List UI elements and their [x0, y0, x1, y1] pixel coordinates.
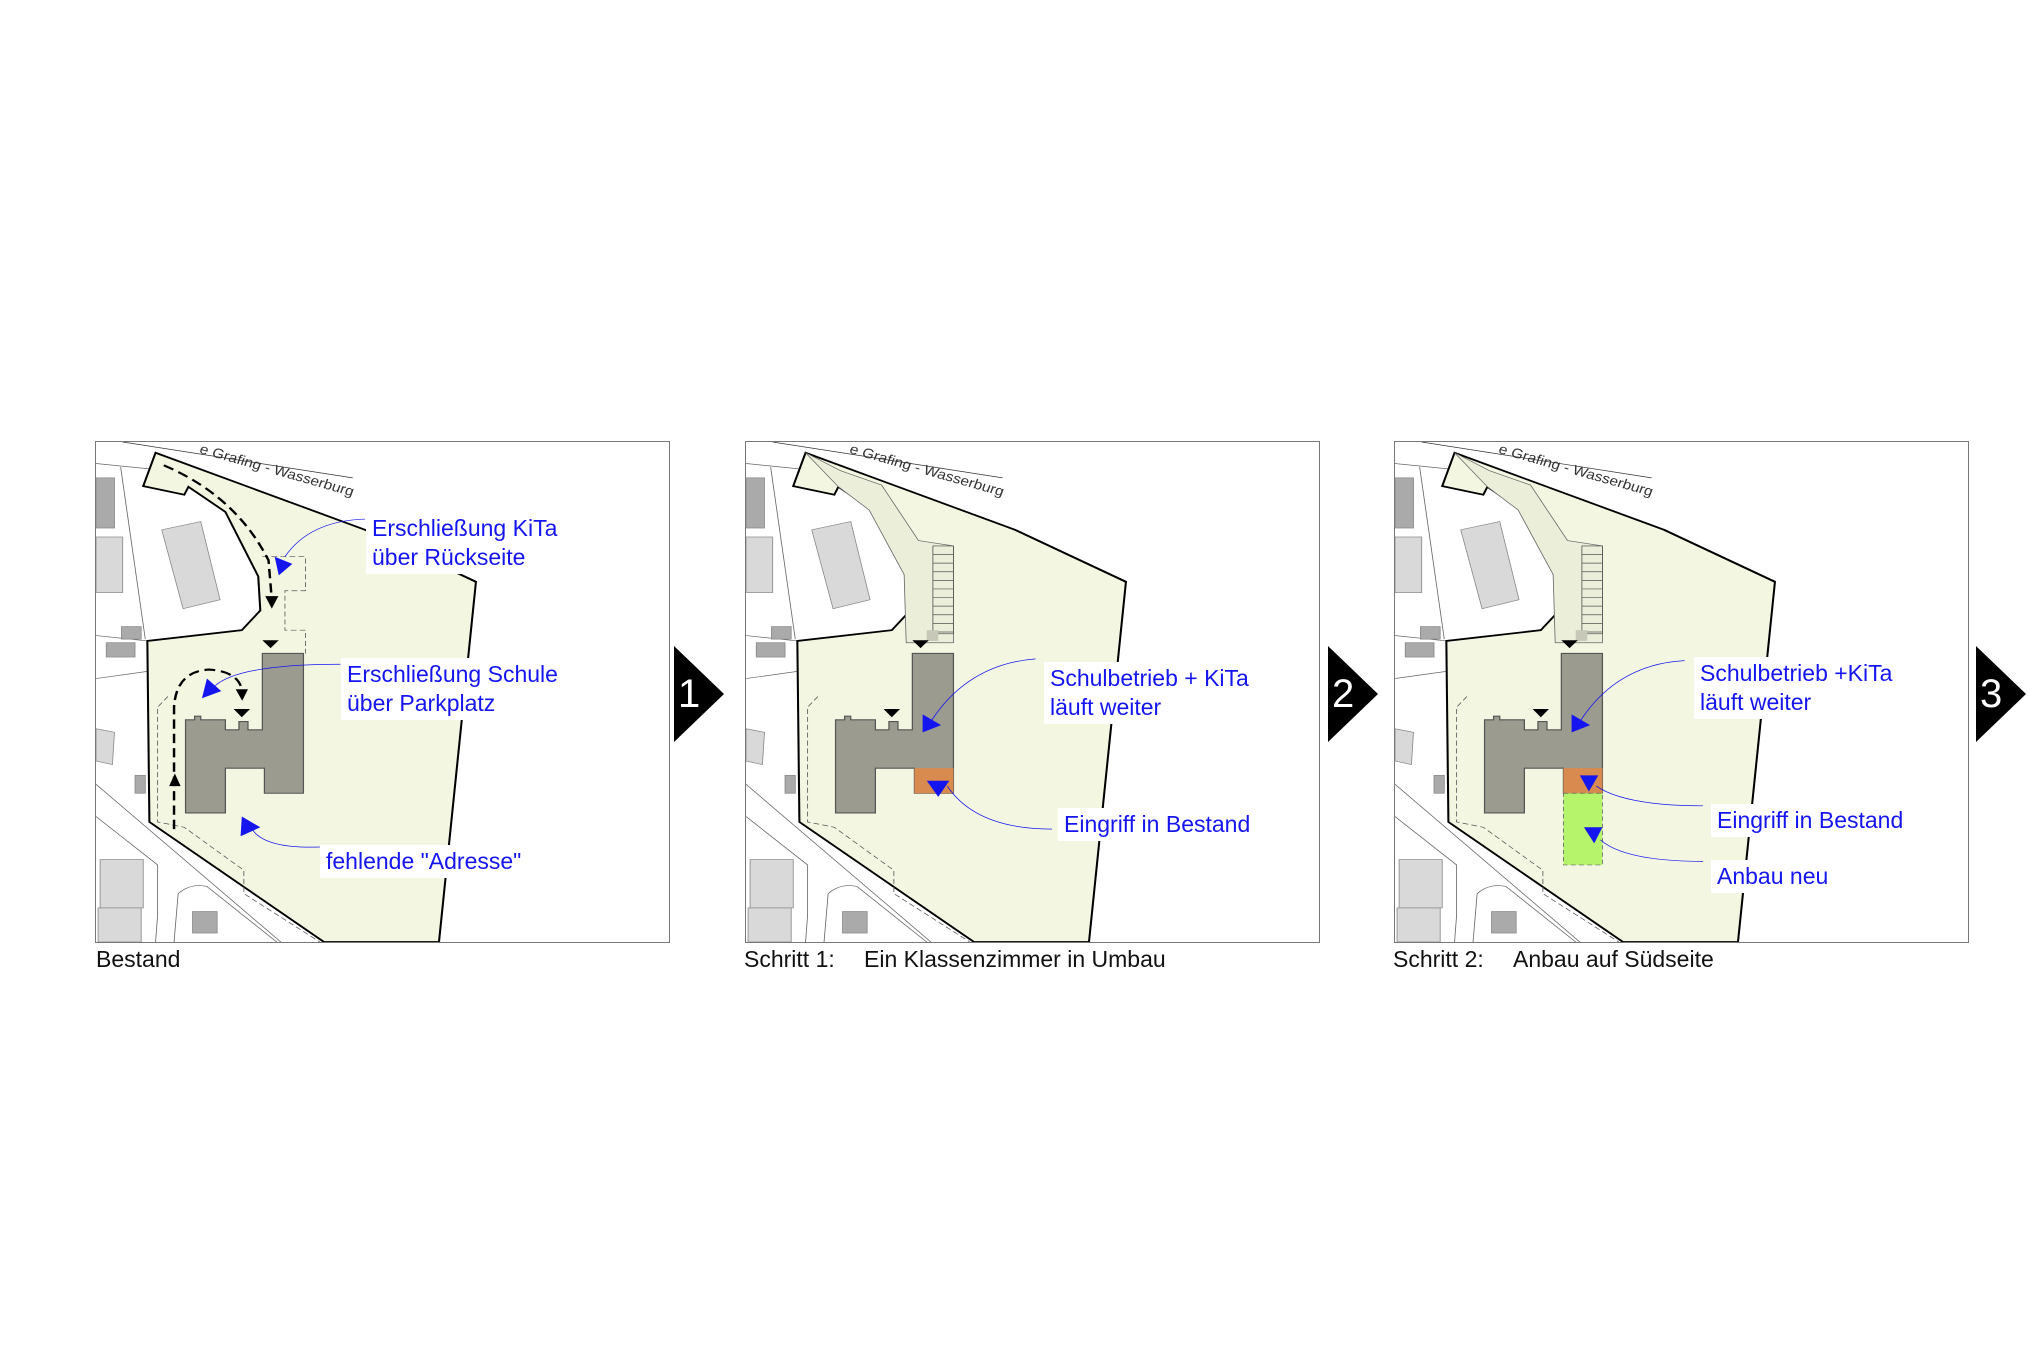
neighbour-buildings: [96, 477, 221, 942]
neighbour-parcels: [746, 442, 1003, 942]
label-line: Erschließung KiTa: [372, 515, 558, 541]
arrow-down-icon: [265, 596, 279, 609]
label-schulbetrieb: Schulbetrieb +KiTa läuft weiter: [1694, 657, 1899, 719]
step-marker-3: 3: [1976, 646, 2026, 742]
annotation-pointer-icon: [922, 714, 942, 733]
annotation-pointer-icon: [1579, 775, 1599, 792]
school-access-route: [172, 668, 244, 830]
chevron-arrow-icon: [674, 646, 724, 742]
annotation-leader-line: [251, 828, 320, 848]
annotation-pointer-icon: [1583, 827, 1603, 844]
step-number: 2: [1332, 672, 1355, 716]
annotation-pointer-icon: [274, 556, 293, 576]
caption-step-2-number: Schritt 2:: [1393, 946, 1484, 972]
chevron-arrow-icon: [1328, 646, 1378, 742]
neighbour-buildings: [746, 477, 871, 942]
access-path: [1454, 452, 1603, 644]
label-schulbetrieb: Schulbetrieb + KiTa läuft weiter: [1044, 662, 1255, 724]
annotation-leader-line: [1579, 660, 1685, 722]
chevron-arrow-icon: [1976, 646, 2026, 742]
arrow-up-icon: [169, 773, 181, 787]
label-line: über Rückseite: [372, 544, 526, 570]
step-number: 1: [678, 672, 701, 716]
caption-bestand: Bestand: [96, 946, 181, 972]
annotation-pointer-icon: [1571, 714, 1591, 733]
label-erschliessung-kita: Erschließung KiTa über Rückseite: [366, 512, 564, 574]
annotation-leader-line: [946, 785, 1053, 830]
entrance-marker-icon: [912, 640, 929, 649]
caption-step-1-number: Schritt 1:: [744, 946, 835, 972]
annotation-pointer-icon: [201, 678, 222, 699]
annotation-pointer-icon: [926, 780, 950, 797]
label-anbau-neu: Anbau neu: [1711, 860, 1835, 893]
caption-step-2-text: Anbau auf Südseite: [1513, 946, 1714, 972]
kita-boundary: [262, 556, 306, 654]
site-map: e Grafing - Wasserburg: [96, 442, 478, 942]
label-erschliessung-schule: Erschließung Schule über Parkplatz: [341, 658, 564, 720]
entrance-marker-icon: [1532, 709, 1550, 718]
entrance-marker-icon: [1561, 640, 1578, 649]
label-line: läuft weiter: [1050, 694, 1162, 720]
annotation-leader-line: [214, 663, 341, 686]
parking-boundary: [1456, 696, 1620, 942]
annotation-leader-line: [1600, 839, 1704, 862]
label-eingriff-in-bestand: Eingriff in Bestand: [1058, 808, 1257, 841]
label-line: Eingriff in Bestand: [1717, 807, 1904, 833]
label-line: Schulbetrieb +KiTa: [1700, 660, 1893, 686]
annotation-leader-line: [1596, 785, 1704, 807]
label-fehlende-adresse: fehlende "Adresse": [320, 845, 528, 878]
label-line: Erschließung Schule: [347, 661, 558, 687]
label-line: fehlende "Adresse": [326, 848, 522, 874]
caption-step-1-text: Ein Klassenzimmer in Umbau: [864, 946, 1166, 972]
site-map: e Grafing - Wasserburg: [746, 442, 1128, 942]
entrance-marker-icon: [233, 709, 251, 718]
step-marker-1: 1: [674, 646, 724, 742]
entrance-marker-icon: [883, 709, 901, 718]
kita-access-route: [163, 464, 274, 600]
label-line: über Parkplatz: [347, 690, 496, 716]
label-line: Schulbetrieb + KiTa: [1050, 665, 1249, 691]
parking-boundary: [157, 696, 321, 942]
annotation-leader-line: [284, 518, 366, 557]
small-structure: [1575, 630, 1588, 641]
site-map: e Grafing - Wasserburg: [1395, 442, 1777, 942]
step-number: 3: [1980, 672, 2003, 716]
parking-boundary: [807, 696, 971, 942]
entrance-marker-icon: [262, 640, 279, 649]
label-eingriff-in-bestand: Eingriff in Bestand: [1711, 804, 1910, 837]
label-line: Anbau neu: [1717, 863, 1829, 889]
school-building: [184, 652, 305, 814]
annotation-leader-line: [930, 658, 1036, 722]
small-structure: [926, 630, 939, 641]
label-line: Eingriff in Bestand: [1064, 811, 1251, 837]
label-line: läuft weiter: [1700, 689, 1812, 715]
step-marker-2: 2: [1328, 646, 1378, 742]
stairs: [932, 545, 954, 635]
neighbour-parcels: [96, 442, 353, 942]
arrow-down-icon: [235, 689, 248, 701]
map-panel-schritt-1: e Grafing - Wasserburg: [745, 441, 1320, 943]
neighbour-parcels: [1395, 442, 1652, 942]
annotation-pointer-icon: [240, 816, 261, 837]
neighbour-buildings: [1395, 477, 1520, 942]
access-path: [805, 452, 954, 644]
